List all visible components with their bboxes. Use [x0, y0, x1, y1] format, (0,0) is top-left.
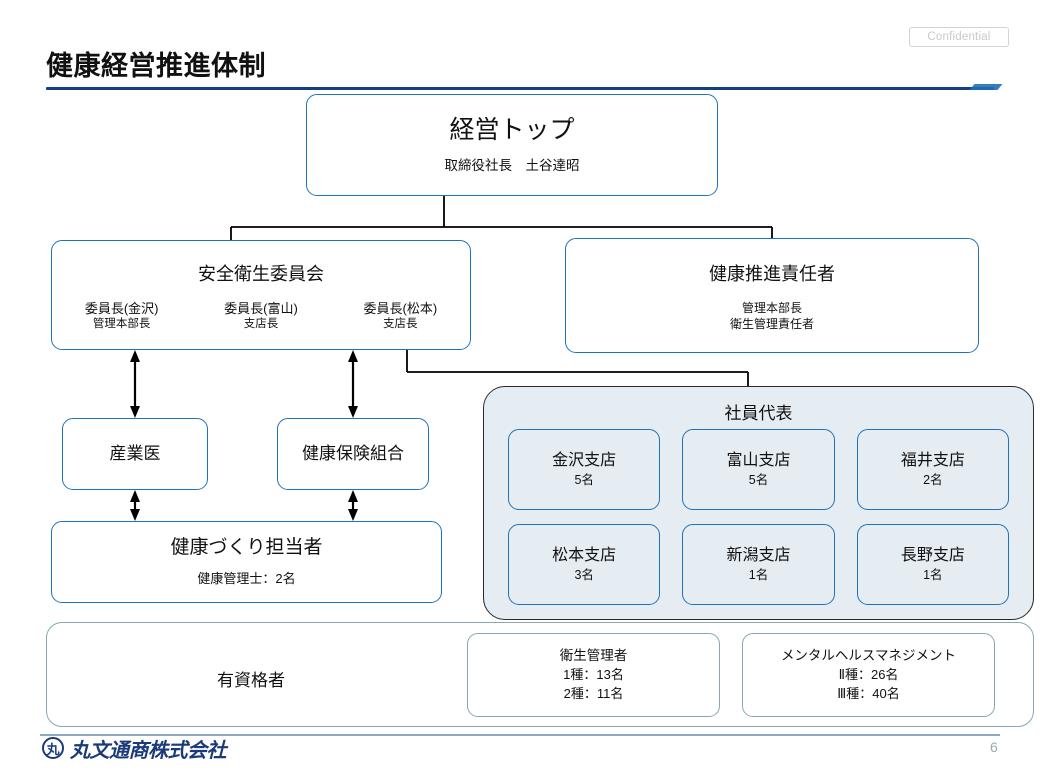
chair-role: 委員長(松本): [363, 300, 438, 316]
branch-count: 5名: [748, 472, 769, 487]
page-number: 6: [990, 739, 998, 755]
branch-count: 1名: [748, 567, 769, 582]
company-logo: 丸 丸文通商株式会社: [42, 735, 227, 762]
qualified-card-name: メンタルヘルスマネジメント: [780, 648, 957, 664]
qualified-holders-title: 有資格者: [217, 671, 285, 690]
qualified-card-line2: Ⅲ種：40名: [837, 685, 900, 701]
org-box-top-management-subtitle: 取締役社長 土谷達昭: [444, 157, 580, 173]
branch-name: 金沢支店: [552, 451, 617, 469]
org-box-health-promotion-manager-title: 健康推進責任者: [709, 264, 835, 285]
branch-count: 5名: [574, 472, 594, 487]
org-box-health-insurance-union[interactable]: 健康保険組合: [277, 418, 429, 490]
branch-card-niigata[interactable]: 新潟支店 1名: [682, 524, 835, 605]
branch-name: 福井支店: [900, 451, 965, 469]
org-box-occupational-doctor-title: 産業医: [109, 444, 161, 464]
branch-grid: 金沢支店 5名 富山支店 5名 福井支店 2名 松本支店 3名 新潟支店 1名 …: [508, 429, 1009, 605]
qualified-card-line1: 1種：13名: [563, 666, 624, 682]
qualified-card-line2: 2種：11名: [563, 685, 624, 701]
title-underline: [46, 87, 994, 90]
branch-count: 1名: [923, 567, 943, 582]
branch-card-toyama[interactable]: 富山支店 5名: [682, 429, 835, 510]
org-box-health-promotion-manager-detail: 管理本部長 衛生管理責任者: [730, 300, 814, 332]
footer-divider: [40, 734, 1000, 736]
branch-card-fukui[interactable]: 福井支店 2名: [856, 429, 1009, 510]
branch-name: 長野支店: [900, 546, 965, 564]
page-title: 健康経営推進体制: [46, 51, 266, 81]
qualified-card-mental-health-management[interactable]: メンタルヘルスマネジメント Ⅱ種：26名 Ⅲ種：40名: [742, 633, 995, 717]
chair-entry: 委員長(金沢) 管理本部長: [85, 300, 159, 333]
chair-post: 支店長: [383, 318, 418, 331]
org-box-safety-committee[interactable]: 安全衛生委員会 委員長(金沢) 管理本部長 委員長(富山) 支店長 委員長(松本…: [51, 240, 471, 350]
employee-representatives-title: 社員代表: [724, 404, 793, 423]
org-box-health-insurance-union-title: 健康保険組合: [302, 444, 404, 464]
org-group-employee-representatives: 社員代表 金沢支店 5名 富山支店 5名 福井支店 2名 松本支店 3名 新潟支…: [483, 386, 1034, 620]
health-manager-line2: 衛生管理責任者: [729, 316, 814, 331]
branch-count: 2名: [923, 472, 943, 487]
org-box-health-staff-subtitle: 健康管理士：2名: [197, 571, 296, 587]
org-box-safety-committee-title: 安全衛生委員会: [198, 264, 324, 285]
branch-card-matsumoto[interactable]: 松本支店 3名: [508, 524, 661, 605]
branch-name: 富山支店: [726, 451, 791, 469]
branch-card-nagano[interactable]: 長野支店 1名: [856, 524, 1009, 605]
org-group-qualified-holders: 有資格者 衛生管理者 1種：13名 2種：11名 メンタルヘルスマネジメント Ⅱ…: [46, 622, 1034, 727]
health-manager-line1: 管理本部長: [741, 300, 802, 315]
chair-entry: 委員長(富山) 支店長: [224, 300, 298, 333]
chair-role: 委員長(富山): [224, 300, 298, 316]
chair-role: 委員長(金沢): [84, 300, 159, 316]
org-box-health-staff-title: 健康づくり担当者: [170, 537, 323, 559]
org-box-health-staff[interactable]: 健康づくり担当者 健康管理士：2名: [51, 521, 442, 603]
chair-entry: 委員長(松本) 支店長: [363, 300, 437, 333]
branch-name: 新潟支店: [726, 546, 791, 564]
chair-post: 支店長: [243, 318, 279, 331]
org-box-top-management-title: 経営トップ: [449, 116, 575, 145]
company-name: 丸文通商株式会社: [70, 739, 227, 762]
branch-card-kanazawa[interactable]: 金沢支店 5名: [508, 429, 661, 510]
logo-circle-icon: 丸: [42, 737, 64, 759]
qualified-card-hygiene-manager[interactable]: 衛生管理者 1種：13名 2種：11名: [467, 633, 720, 717]
org-box-top-management[interactable]: 経営トップ 取締役社長 土谷達昭: [306, 94, 718, 196]
branch-name: 松本支店: [552, 546, 617, 564]
qualified-card-line1: Ⅱ種：26名: [838, 666, 899, 682]
branch-count: 3名: [574, 567, 594, 582]
qualified-card-name: 衛生管理者: [559, 648, 628, 664]
chair-post: 管理本部長: [92, 318, 151, 331]
confidential-badge: Confidential: [909, 27, 1009, 47]
org-box-occupational-doctor[interactable]: 産業医: [62, 418, 208, 490]
safety-committee-chairs: 委員長(金沢) 管理本部長 委員長(富山) 支店長 委員長(松本) 支店長: [52, 300, 470, 333]
org-box-health-promotion-manager[interactable]: 健康推進責任者 管理本部長 衛生管理責任者: [565, 238, 979, 353]
